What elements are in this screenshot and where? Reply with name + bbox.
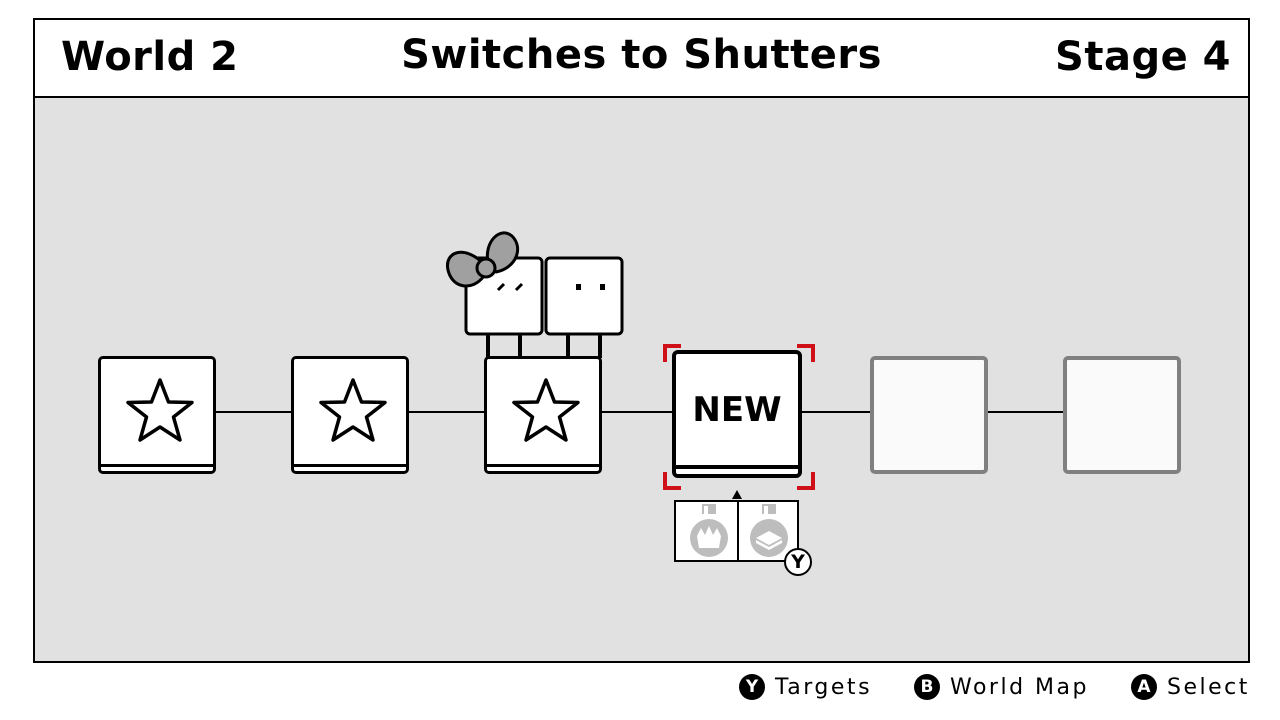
stage-select-frame: World 2 Switches to Shutters Stage 4 xyxy=(33,18,1250,663)
star-icon xyxy=(512,378,580,442)
hint-select-label: Select xyxy=(1167,674,1250,700)
y-button-icon: Y xyxy=(739,674,765,700)
star-icon xyxy=(126,378,194,442)
new-label: NEW xyxy=(692,390,782,430)
bow-icon xyxy=(446,231,519,288)
stage-label: Stage 4 xyxy=(1055,34,1231,80)
selection-corner-bl xyxy=(663,472,681,490)
header-bar: World 2 Switches to Shutters Stage 4 xyxy=(35,20,1248,98)
b-button-icon: B xyxy=(914,674,940,700)
targets-panel[interactable] xyxy=(674,500,799,562)
stage-tile-1[interactable] xyxy=(98,356,216,474)
crown-medal-icon xyxy=(690,504,728,557)
hint-targets-label: Targets xyxy=(775,674,873,700)
selection-corner-br xyxy=(797,472,815,490)
stage-tile-4-selected[interactable]: NEW xyxy=(672,350,802,478)
selection-corner-tl xyxy=(663,344,681,362)
stage-tile-2[interactable] xyxy=(291,356,409,474)
star-icon xyxy=(319,378,387,442)
hint-select[interactable]: A Select xyxy=(1131,674,1250,700)
world-label: World 2 xyxy=(61,34,239,80)
world-title: Switches to Shutters xyxy=(401,32,882,78)
stage-path-line xyxy=(120,411,1125,413)
selection-corner-tr xyxy=(797,344,815,362)
stage-tile-3[interactable] xyxy=(484,356,602,474)
targets-pointer-icon xyxy=(732,490,742,499)
a-button-icon: A xyxy=(1131,674,1157,700)
stage-tile-5-locked[interactable] xyxy=(870,356,988,474)
hint-world-map-label: World Map xyxy=(950,674,1089,700)
targets-divider xyxy=(737,502,739,560)
hint-targets[interactable]: Y Targets xyxy=(739,674,872,700)
box-medal-icon xyxy=(750,504,788,557)
hint-world-map[interactable]: B World Map xyxy=(914,674,1089,700)
stage-tile-6-locked[interactable] xyxy=(1063,356,1181,474)
boxboy-characters xyxy=(446,231,624,358)
targets-y-button-icon: Y xyxy=(784,548,812,576)
